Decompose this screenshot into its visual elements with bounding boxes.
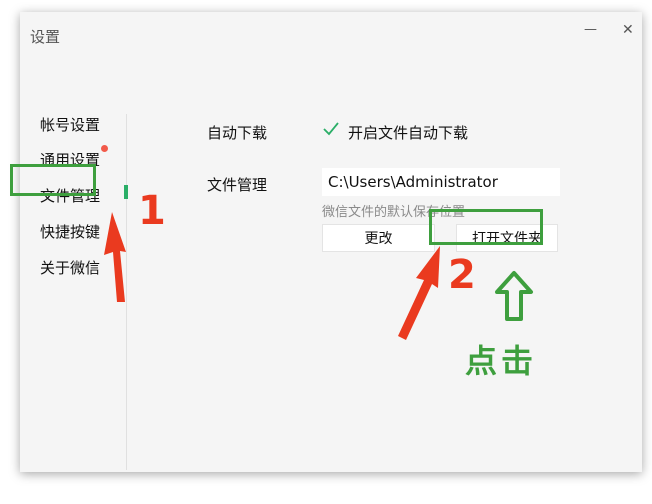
change-button[interactable]: 更改	[322, 224, 435, 252]
file-management-highlight-box	[10, 164, 96, 196]
sidebar-item-about-wechat[interactable]: 关于微信	[40, 259, 101, 277]
open-folder-highlight-box	[429, 209, 543, 245]
notification-badge	[101, 145, 108, 152]
auto-download-label: 自动下载	[207, 124, 268, 142]
red-arrow-2-icon	[398, 246, 440, 340]
click-annotation-text: 点击	[465, 342, 538, 380]
auto-download-checkbox-label[interactable]: 开启文件自动下载	[348, 124, 469, 142]
red-arrow-1-icon	[104, 212, 126, 302]
step-2-label: 2	[448, 252, 476, 298]
sidebar-item-shortcut-keys[interactable]: 快捷按键	[40, 223, 101, 241]
sidebar-item-account-settings[interactable]: 帐号设置	[40, 116, 101, 134]
green-up-arrow-icon	[495, 271, 533, 321]
close-button[interactable]: ✕	[622, 22, 634, 38]
file-management-label: 文件管理	[207, 176, 268, 194]
save-path-field[interactable]	[322, 168, 560, 196]
window-title: 设置	[30, 28, 61, 46]
checkmark-icon[interactable]	[322, 120, 340, 138]
minimize-button[interactable]: —	[584, 22, 597, 37]
active-item-indicator	[124, 185, 128, 199]
step-1-label: 1	[138, 188, 166, 234]
sidebar-item-file-management[interactable]: 文件管理	[40, 187, 101, 205]
sidebar-divider	[126, 114, 127, 470]
